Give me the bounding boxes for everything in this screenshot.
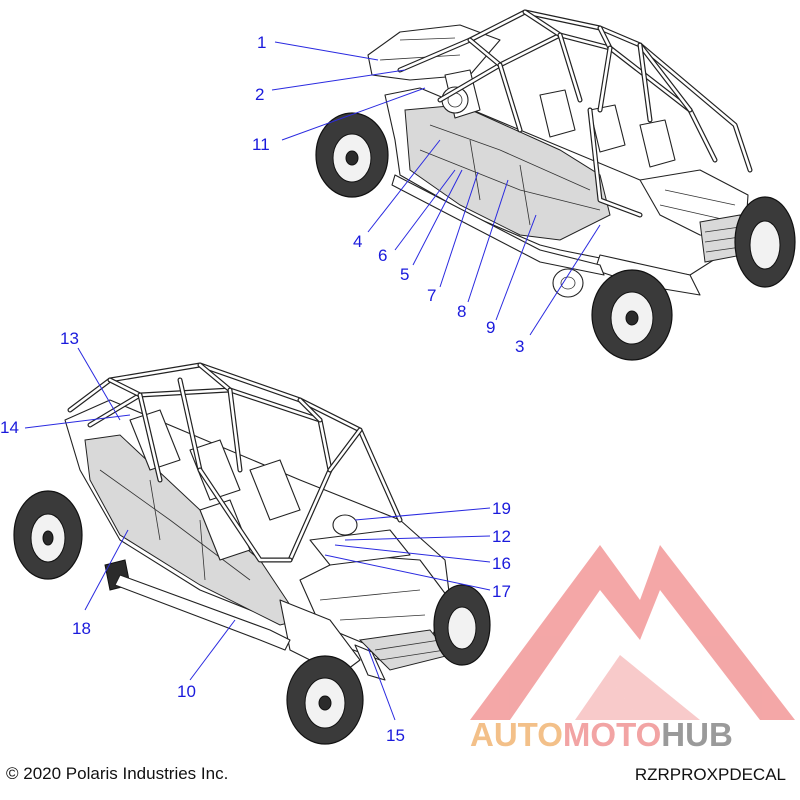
callout-15: 15 (386, 726, 405, 745)
leader-19 (354, 507, 491, 521)
part-code: RZRPROXPDECAL (634, 765, 786, 784)
callout-10: 10 (177, 682, 196, 701)
watermark-hub: HUB (661, 716, 733, 753)
callout-12: 12 (492, 527, 511, 546)
callout-11: 11 (252, 135, 270, 154)
leader-8 (467, 179, 509, 303)
callout-18: 18 (72, 619, 91, 638)
leader-9 (495, 214, 537, 321)
leader-4 (367, 139, 441, 233)
callout-4: 4 (353, 232, 362, 251)
vehicle-top-view (315, 9, 796, 361)
callout-19: 19 (492, 499, 511, 518)
leader-1 (274, 41, 379, 61)
leader-14 (24, 414, 131, 429)
leader-10 (189, 619, 236, 681)
leader-5 (412, 169, 463, 266)
vehicle-bottom-view (13, 362, 491, 745)
callout-16: 16 (492, 554, 511, 573)
leader-12 (344, 535, 491, 541)
watermark-auto: AUTO (470, 716, 563, 753)
callout-labels: 1 2 11 4 6 5 7 8 9 3 13 14 19 12 16 17 1… (0, 33, 524, 745)
leader-11 (281, 87, 426, 141)
leader-lines (24, 41, 601, 721)
leader-2 (271, 69, 406, 91)
watermark-brand: AUTOMOTOHUB (470, 716, 733, 754)
watermark-moto: MOTO (562, 716, 662, 753)
callout-5: 5 (400, 265, 409, 284)
mountain-m-logo-icon (470, 545, 795, 720)
callout-17: 17 (492, 582, 511, 601)
callout-14: 14 (0, 418, 19, 437)
leader-15 (367, 647, 396, 721)
copyright-text: © 2020 Polaris Industries Inc. (6, 764, 229, 783)
callout-13: 13 (60, 329, 79, 348)
leader-6 (394, 169, 456, 251)
callout-6: 6 (378, 246, 387, 265)
callout-9: 9 (486, 318, 495, 337)
callout-3: 3 (515, 337, 524, 356)
callout-2: 2 (255, 85, 264, 104)
callout-7: 7 (427, 286, 436, 305)
callout-1: 1 (257, 33, 266, 52)
leader-7 (439, 171, 479, 288)
leader-13 (77, 347, 121, 421)
leader-16 (334, 544, 491, 563)
leader-18 (84, 529, 129, 611)
leader-17 (324, 554, 491, 591)
leader-3 (529, 224, 601, 336)
callout-8: 8 (457, 302, 466, 321)
